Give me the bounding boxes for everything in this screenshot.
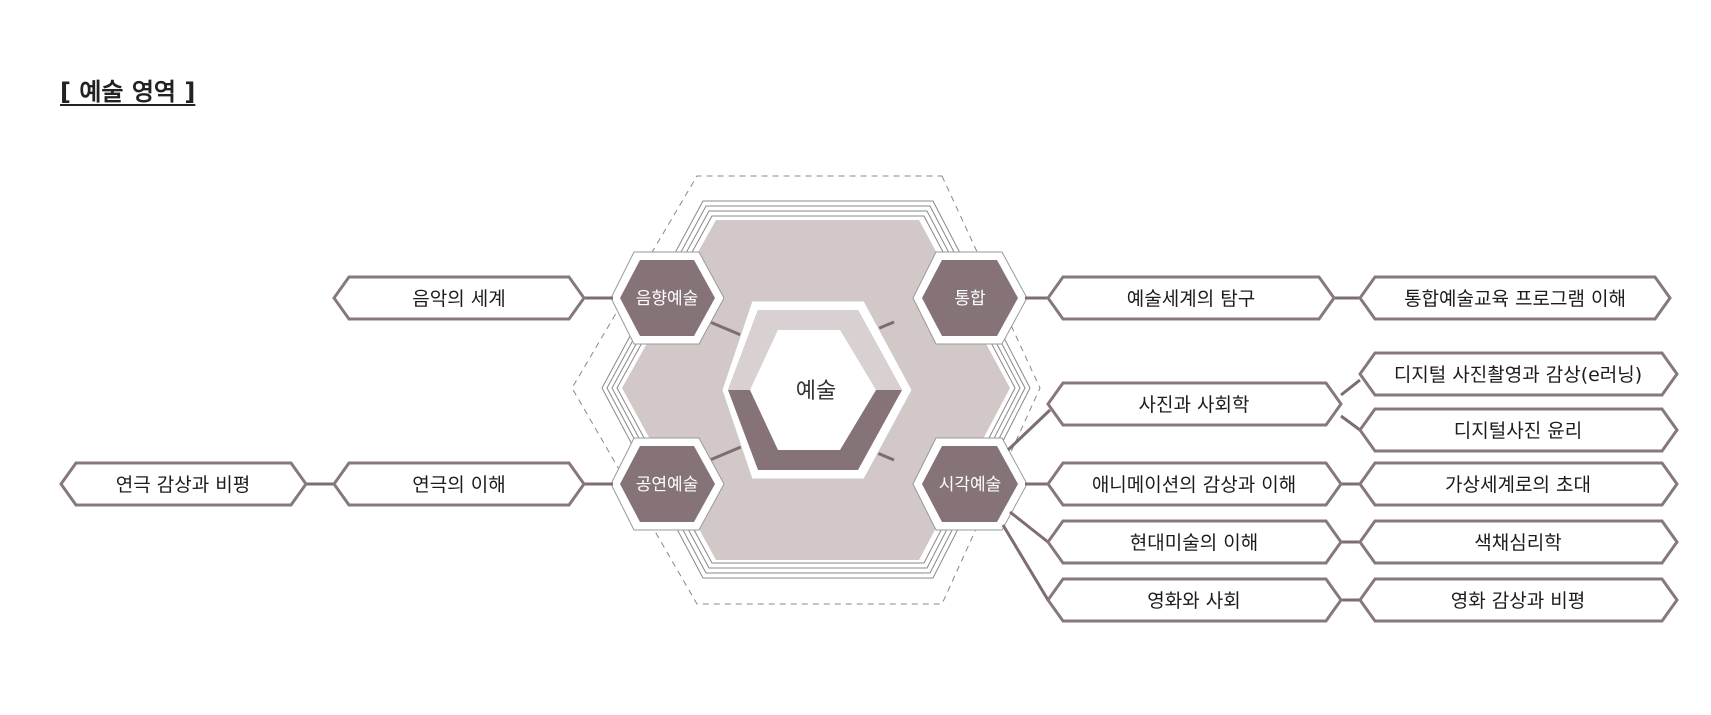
course-visual-anim-a-label: 가상세계로의 초대 xyxy=(1445,474,1591,496)
course-box-visual-film: 영화와 사회 xyxy=(1046,577,1343,623)
course-performance-1-label: 연극의 이해 xyxy=(412,474,505,496)
hex-performance-label: 공연예술 xyxy=(636,475,699,495)
outer-dashed-hexagon xyxy=(571,175,1041,605)
course-box-visual-photo: 사진과 사회학 xyxy=(1046,381,1343,427)
course-connectors xyxy=(306,296,1361,602)
course-visual-photo-label: 사진과 사회학 xyxy=(1139,394,1250,416)
course-box-integrated-1: 예술세계의 탐구 xyxy=(1046,275,1336,321)
hex-integrated: 통합 xyxy=(912,251,1028,345)
course-visual-modern-label: 현대미술의 이해 xyxy=(1130,532,1258,554)
hex-music-label: 음향예술 xyxy=(636,289,699,309)
course-box-visual-anim-a: 가상세계로의 초대 xyxy=(1358,461,1679,507)
course-box-visual-film-a: 영화 감상과 비평 xyxy=(1358,577,1679,623)
hex-integrated-label: 통합 xyxy=(954,289,986,309)
hex-performance: 공연예술 xyxy=(610,437,725,531)
course-box-integrated-2: 통합예술교육 프로그램 이해 xyxy=(1358,275,1672,321)
course-box-music-1: 음악의 세계 xyxy=(332,275,586,321)
hex-visual: 시각예술 xyxy=(912,437,1028,531)
course-box-visual-photo-a: 디지털 사진촬영과 감상(e러닝) xyxy=(1358,351,1679,397)
center-label: 예술 xyxy=(796,379,836,404)
course-performance-2-label: 연극 감상과 비평 xyxy=(116,474,250,496)
course-box-visual-modern-a: 색채심리학 xyxy=(1358,519,1679,565)
course-box-visual-anim: 애니메이션의 감상과 이해 xyxy=(1046,461,1343,507)
course-integrated-2-label: 통합예술교육 프로그램 이해 xyxy=(1404,288,1626,310)
hex-visual-label: 시각예술 xyxy=(939,475,1002,495)
hex-music: 음향예술 xyxy=(610,251,725,345)
course-visual-photo-a-label: 디지털 사진촬영과 감상(e러닝) xyxy=(1394,364,1642,386)
page-title: [ 예술 영역 ] xyxy=(60,78,196,106)
course-box-performance-1: 연극의 이해 xyxy=(332,461,586,507)
course-box-performance-2: 연극 감상과 비평 xyxy=(59,461,308,507)
course-visual-photo-b-label: 디지털사진 윤리 xyxy=(1454,420,1582,442)
course-visual-film-a-label: 영화 감상과 비평 xyxy=(1451,590,1585,612)
course-visual-anim-label: 애니메이션의 감상과 이해 xyxy=(1092,474,1296,496)
course-music-1-label: 음악의 세계 xyxy=(412,288,505,310)
center-hexagon: 예술 xyxy=(721,300,913,480)
course-integrated-1-label: 예술세계의 탐구 xyxy=(1127,288,1255,310)
course-visual-film-label: 영화와 사회 xyxy=(1147,590,1240,612)
course-box-visual-modern: 현대미술의 이해 xyxy=(1046,519,1343,565)
course-visual-modern-a-label: 색채심리학 xyxy=(1474,532,1561,554)
course-box-visual-photo-b: 디지털사진 윤리 xyxy=(1358,407,1679,453)
